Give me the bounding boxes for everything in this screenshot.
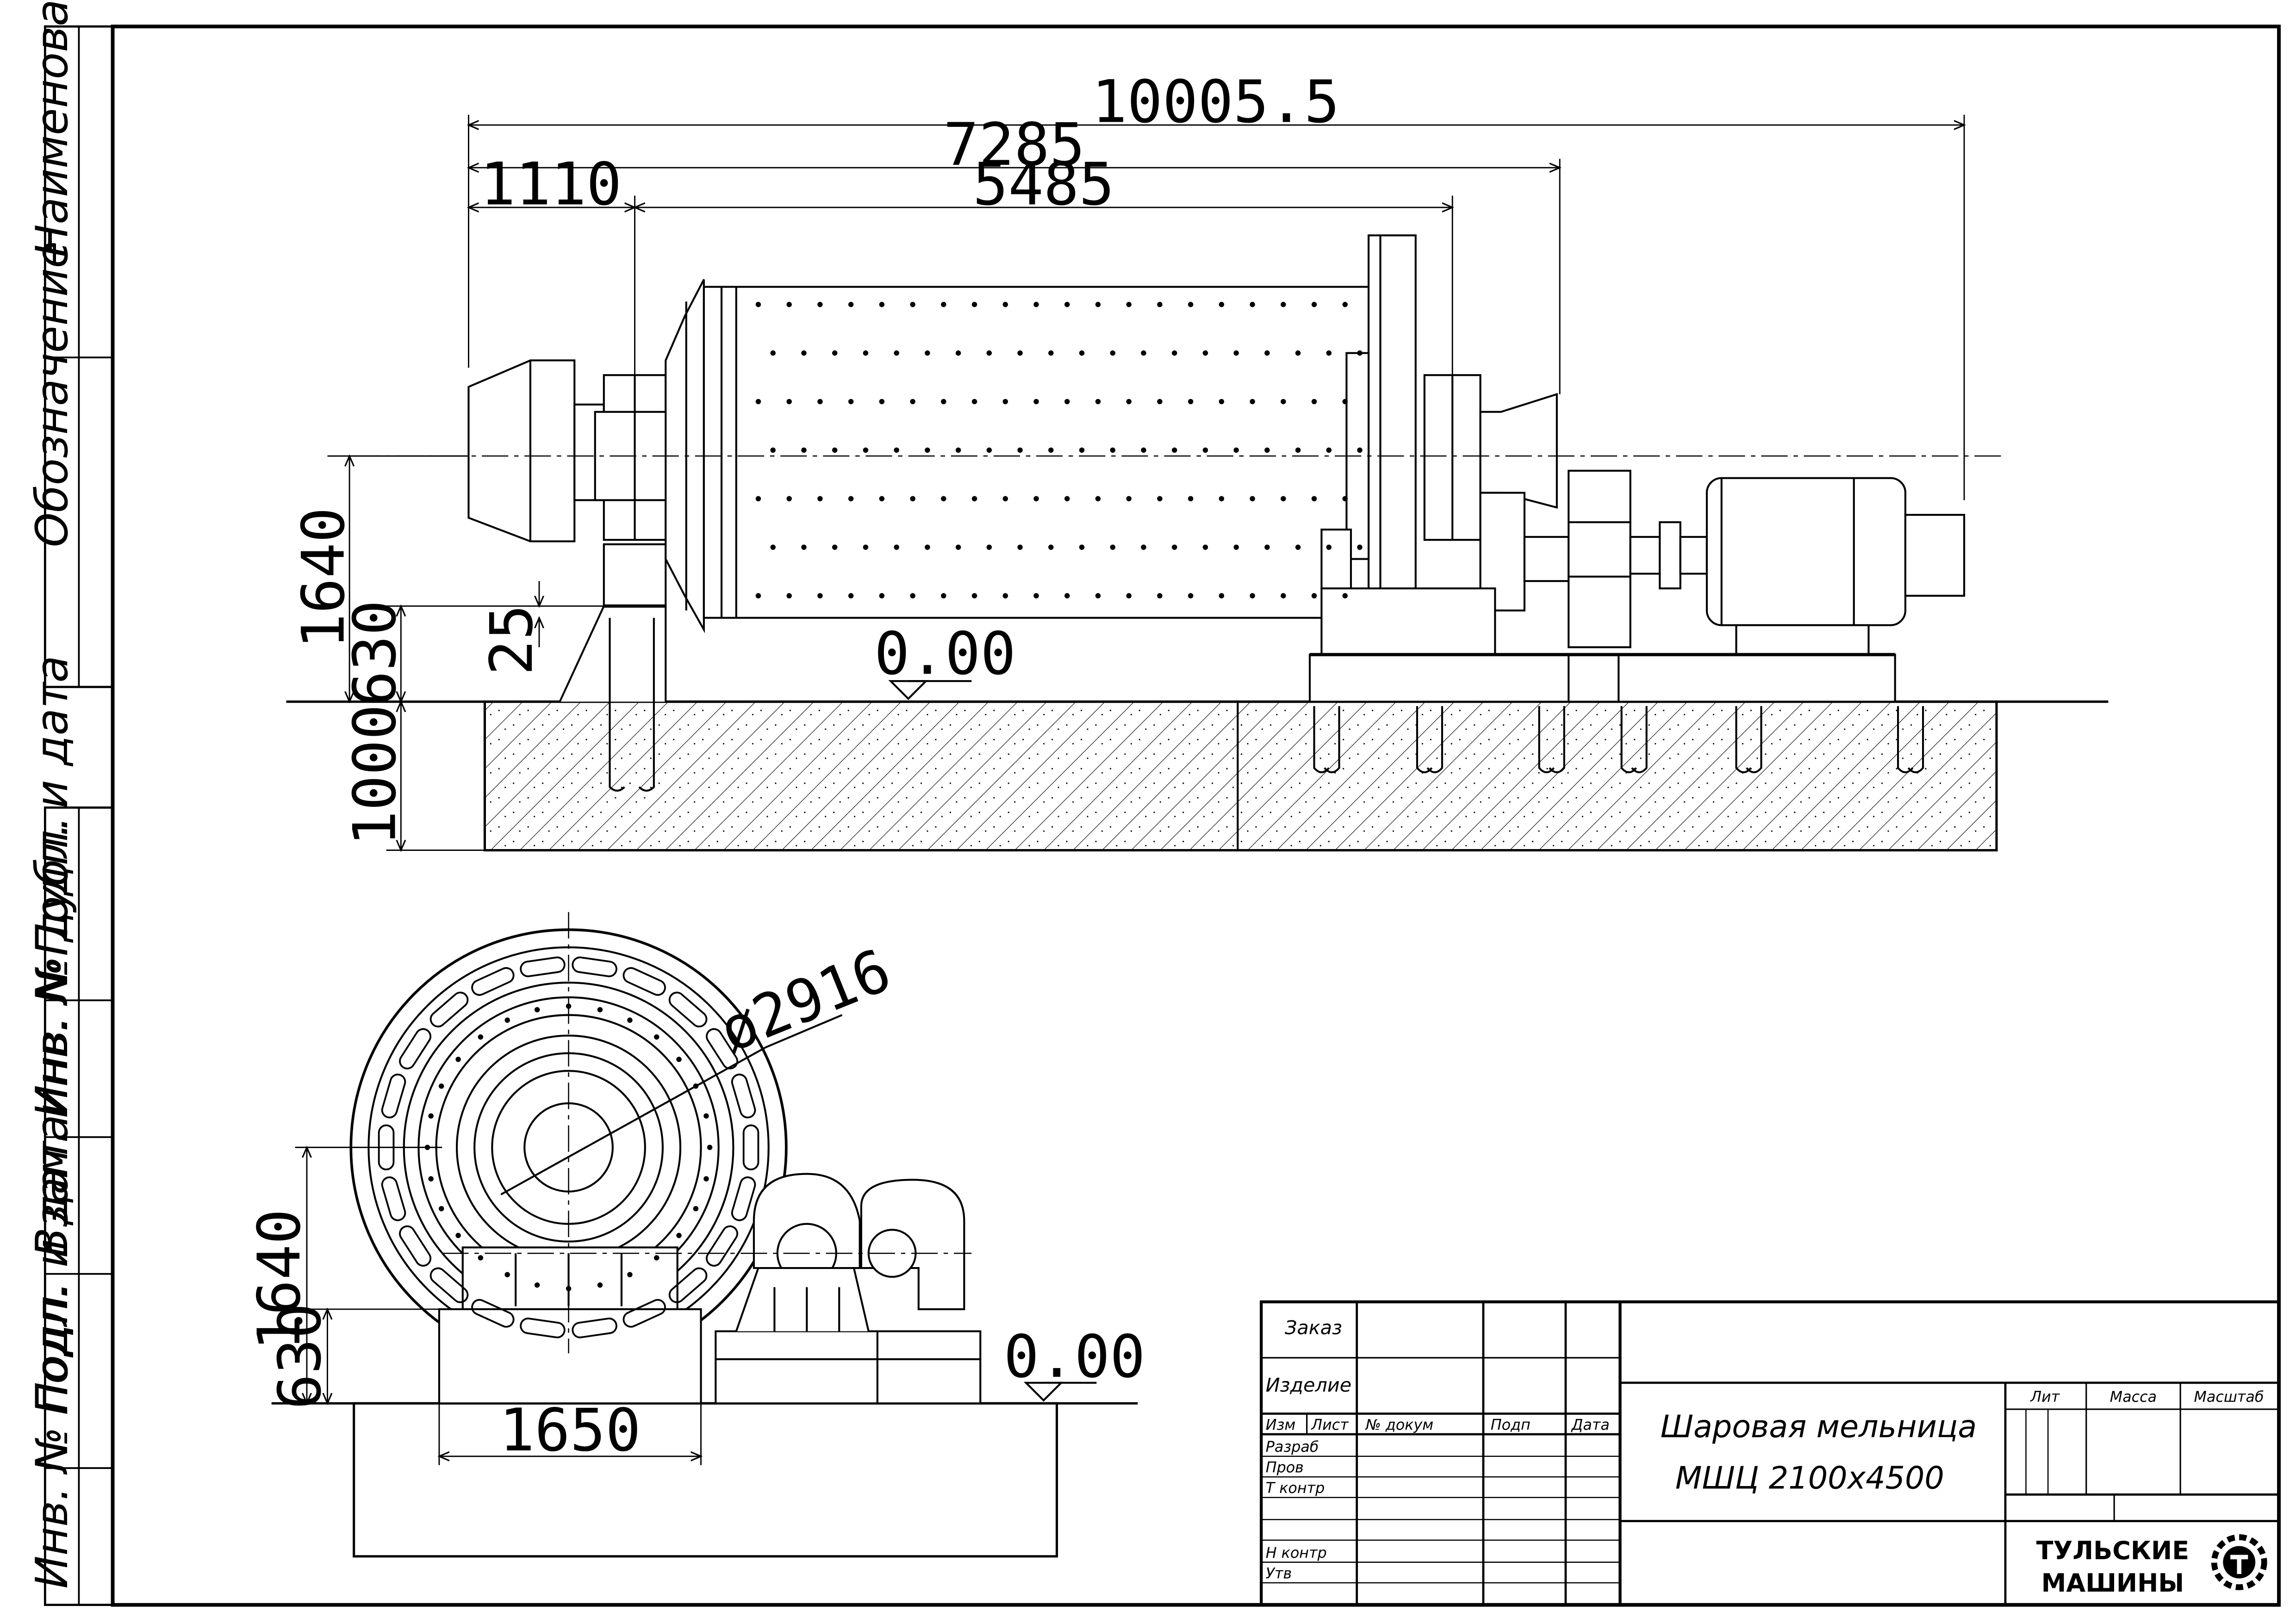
tb-title-line1: Шаровая мельница: [1661, 1408, 1977, 1444]
dim-end-zero-level: 0.00: [1004, 1322, 1145, 1391]
tb-t-kontr: Т контр: [1266, 1480, 1325, 1497]
drum-rivet-pattern: [755, 302, 1363, 599]
stamp-oboznachenie: Обозначение: [27, 241, 78, 547]
tb-izm: Изм: [1266, 1417, 1296, 1434]
flange-bolt-holes: [424, 1003, 713, 1292]
side-elevation-view: [286, 234, 2109, 852]
tb-data: Дата: [1571, 1417, 1610, 1434]
tb-izdelie: Изделие: [1266, 1374, 1351, 1396]
dim-bearing-span: 5485: [973, 150, 1114, 219]
tb-title-line2: МШЦ 2100х4500: [1675, 1460, 1944, 1496]
stamp-naimenovanie: Наименование: [27, 0, 78, 257]
tb-lit: Лит: [2030, 1389, 2060, 1405]
stamp-vzam-inv: Взам. инв. №: [27, 958, 78, 1258]
dim-zero-level: 0.00: [874, 619, 1016, 687]
mill-drum: [703, 286, 1370, 619]
stamp-inv-podl: Инв. № подл.: [27, 1284, 78, 1589]
title-block: [1259, 1300, 2281, 1606]
end-view: [271, 912, 1138, 1558]
tb-podp: Подп: [1491, 1417, 1531, 1434]
tb-masshtab: Масштаб: [2194, 1389, 2264, 1405]
dim-length-to-coupling: 7285: [943, 110, 1085, 179]
tb-razrab: Разраб: [1266, 1439, 1319, 1455]
dim-overall-length: 10005.5: [1092, 68, 1340, 136]
stamp-podp-data-1: Подп. и дата: [27, 656, 78, 956]
dim-end-foundation-height: 630: [266, 1303, 334, 1410]
tb-n-kontr: Н контр: [1266, 1545, 1327, 1562]
title-block-text: Заказ Изделие Изм Лист № докум Подп Дата…: [1266, 1317, 2264, 1598]
dim-journal-offset: 1110: [480, 150, 622, 219]
foundation-pit: [483, 700, 1998, 852]
gear-ring-slots: [378, 956, 759, 1338]
top-dimension-lines: [327, 114, 1964, 850]
tb-list: Лист: [1311, 1417, 1349, 1434]
tb-zakaz: Заказ: [1285, 1317, 1342, 1339]
end-foundation: [353, 1402, 1058, 1558]
company-name-line1: ТУЛЬСКИЕ: [2036, 1536, 2189, 1565]
electric-motor: [1705, 477, 1906, 626]
company-name-line2: МАШИНЫ: [2041, 1568, 2184, 1598]
side-stamp: Наименование Обозначение Подп. и дата Ин…: [27, 0, 78, 1589]
tb-utv: Утв: [1266, 1565, 1292, 1582]
tb-massa: Масса: [2110, 1389, 2157, 1405]
tb-prov: Пров: [1266, 1460, 1304, 1476]
dim-axis-height: 1640: [289, 507, 357, 649]
gearbox: [1568, 469, 1631, 649]
dim-end-axis-height: 1640: [245, 1209, 313, 1350]
stamp-podp-data-2: Подп. и дата: [27, 1115, 78, 1415]
dim-end-width: 1650: [499, 1396, 641, 1464]
dim-pit-depth: 1000: [341, 705, 409, 846]
sheet-frame: [44, 25, 2281, 1607]
tb-n-dokum: № докум: [1365, 1417, 1433, 1434]
top-dimension-labels: 10005.5 7285 1110 5485 1640 630 25 1000 …: [289, 68, 1339, 846]
dim-flange-diameter: ø2916: [710, 936, 900, 1066]
end-dimension-lines: [295, 1147, 701, 1465]
dim-foundation-height: 630: [341, 600, 409, 706]
dim-shim: 25: [477, 605, 546, 675]
company-logo-icon: [2211, 1534, 2267, 1590]
stamp-inv-dubl: Инв. № дубл.: [27, 816, 78, 1118]
